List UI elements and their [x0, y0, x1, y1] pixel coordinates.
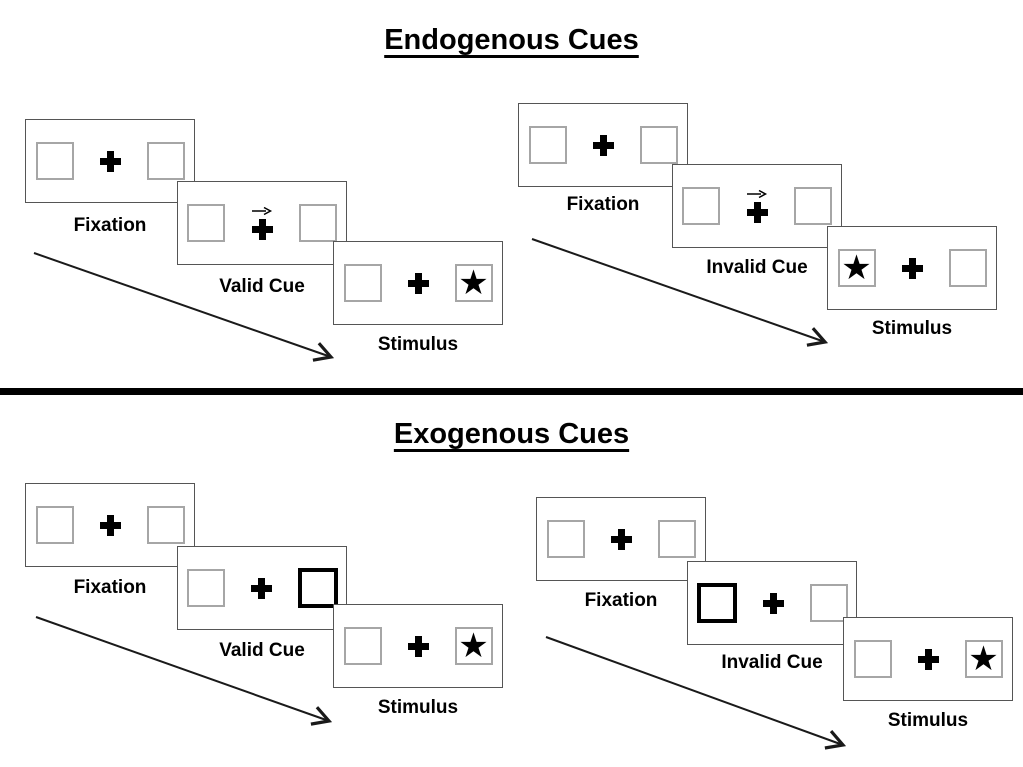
right-box: ★	[454, 627, 493, 665]
panel-fixation	[536, 497, 706, 581]
left-box	[528, 126, 567, 164]
right-box	[948, 249, 987, 287]
timeline-arrow	[545, 636, 847, 750]
fixation-cross-icon	[901, 257, 923, 279]
timeline-arrow	[33, 252, 335, 362]
right-box	[146, 142, 185, 180]
left-box	[187, 204, 225, 242]
left-box: ★	[837, 249, 876, 287]
right-arrow-icon	[747, 189, 768, 199]
panel-label: Fixation	[73, 577, 147, 598]
star-icon: ★	[841, 249, 872, 287]
right-box	[299, 204, 337, 242]
fixation-cross-icon	[250, 577, 272, 599]
fixation-cross-icon	[917, 648, 939, 670]
panel-label: Stimulus	[377, 334, 459, 355]
cue-box-highlight	[696, 583, 737, 623]
fixation-cross-icon	[762, 592, 784, 614]
right-box	[809, 584, 848, 622]
panel-fixation	[25, 119, 195, 203]
left-box	[35, 506, 74, 544]
fixation-cross-icon	[99, 514, 121, 536]
fixation-cross-icon	[746, 202, 768, 223]
panel-label: Invalid Cue	[706, 257, 808, 278]
fixation-cross-icon	[99, 150, 121, 172]
panel-label: Stimulus	[887, 710, 969, 731]
right-box: ★	[964, 640, 1003, 678]
panel-label: Fixation	[584, 590, 658, 611]
panel-stimulus: ★	[827, 226, 997, 310]
cue-box-highlight	[297, 568, 338, 608]
central-cue	[746, 189, 768, 223]
section-title-endogenous: Endogenous Cues	[384, 24, 639, 56]
central-cue	[251, 206, 273, 240]
star-icon: ★	[458, 627, 489, 665]
left-box	[682, 187, 720, 225]
panel-label: Valid Cue	[219, 276, 305, 297]
panel-stimulus: ★	[333, 241, 503, 325]
panel-stimulus: ★	[333, 604, 503, 688]
fixation-cross-icon	[407, 272, 429, 294]
right-box	[146, 506, 185, 544]
panel-stimulus: ★	[843, 617, 1013, 701]
panel-label: Fixation	[73, 215, 147, 236]
panel-label: Stimulus	[377, 697, 459, 718]
section-title-exogenous: Exogenous Cues	[393, 418, 630, 450]
right-arrow-icon	[252, 206, 273, 216]
panel-invalid-cue	[672, 164, 842, 248]
section-divider	[0, 388, 1023, 395]
panel-fixation	[518, 103, 688, 187]
panel-label: Stimulus	[871, 318, 953, 339]
panel-invalid-cue	[687, 561, 857, 645]
star-icon: ★	[968, 640, 999, 678]
panel-label: Valid Cue	[219, 640, 305, 661]
left-box	[343, 627, 382, 665]
right-box	[794, 187, 832, 225]
panel-fixation	[25, 483, 195, 567]
panel-label: Fixation	[566, 194, 640, 215]
star-icon: ★	[458, 264, 489, 302]
right-box: ★	[454, 264, 493, 302]
fixation-cross-icon	[592, 134, 614, 156]
timeline-arrow	[531, 238, 829, 347]
left-box	[186, 569, 225, 607]
fixation-cross-icon	[407, 635, 429, 657]
panel-label: Invalid Cue	[721, 652, 823, 673]
timeline-arrow	[35, 616, 333, 726]
left-box	[343, 264, 382, 302]
right-box	[657, 520, 696, 558]
panel-valid-cue	[177, 546, 347, 630]
left-box	[35, 142, 74, 180]
left-box	[853, 640, 892, 678]
panel-valid-cue	[177, 181, 347, 265]
fixation-cross-icon	[251, 219, 273, 240]
right-box	[639, 126, 678, 164]
left-box	[546, 520, 585, 558]
fixation-cross-icon	[610, 528, 632, 550]
